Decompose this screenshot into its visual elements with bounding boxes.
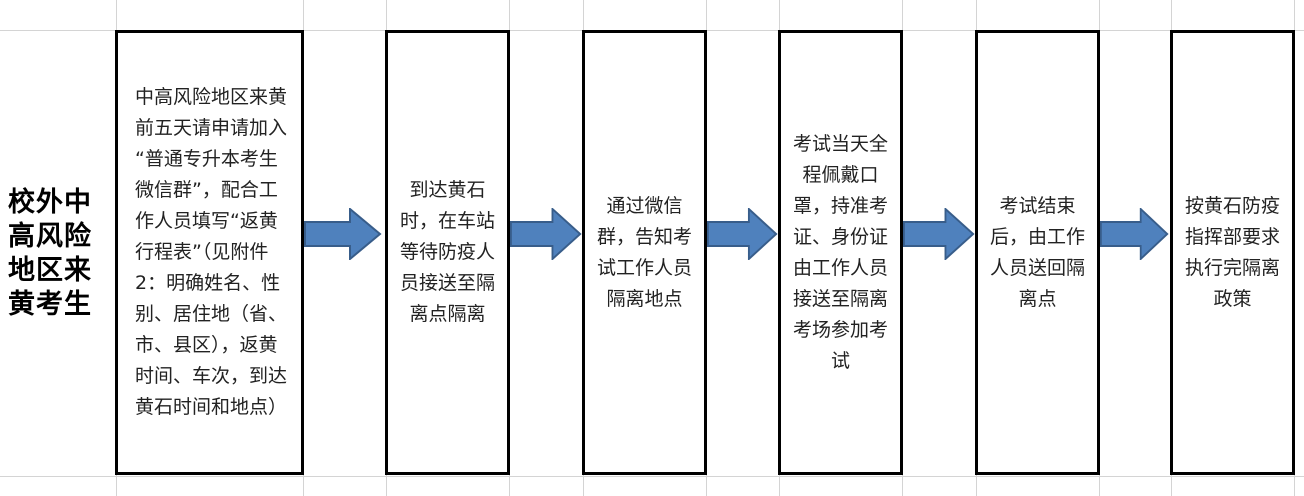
step-text: 考试当天全 程佩戴口 罩，持准考 证、身份证 由工作人员 接送至隔离 考场参加考… <box>792 132 888 372</box>
right-arrow-icon <box>510 208 582 260</box>
side-label-line: 地区来 <box>8 255 92 286</box>
side-label-line: 高风险 <box>8 221 92 252</box>
step-text: 通过微信 群，告知考 试工作人员 隔离地点 <box>596 194 692 310</box>
step-text: 按黄石防疫 指挥部要求 执行完隔离 政策 <box>1184 194 1280 310</box>
right-arrow-icon <box>304 208 382 260</box>
side-label-line: 黄考生 <box>8 289 92 320</box>
right-arrow-icon <box>903 208 975 260</box>
step-box-6: 按黄石防疫 指挥部要求 执行完隔离 政策 <box>1170 30 1295 475</box>
step-box-2: 到达黄石 时，在车站 等待防疫人 员接送至隔 离点隔离 <box>385 30 510 475</box>
step-text: 考试结束 后，由工作 人员送回隔 离点 <box>989 194 1085 310</box>
side-label-line: 校外中 <box>8 187 92 218</box>
grid-line <box>0 476 1304 477</box>
step-box-3: 通过微信 群，告知考 试工作人员 隔离地点 <box>582 30 707 475</box>
side-label: 校外中 高风险 地区来 黄考生 <box>8 186 108 322</box>
right-arrow-icon <box>707 208 778 260</box>
right-arrow-icon <box>1100 208 1169 260</box>
step-box-4: 考试当天全 程佩戴口 罩，持准考 证、身份证 由工作人员 接送至隔离 考场参加考… <box>778 30 903 475</box>
step-text: 中高风险地区来黄 前五天请申请加入 “普通专升本考生 微信群”，配合工 作人员填… <box>134 86 287 418</box>
step-box-5: 考试结束 后，由工作 人员送回隔 离点 <box>975 30 1100 475</box>
step-box-1: 中高风险地区来黄 前五天请申请加入 “普通专升本考生 微信群”，配合工 作人员填… <box>115 30 304 475</box>
step-text: 到达黄石 时，在车站 等待防疫人 员接送至隔 离点隔离 <box>399 179 495 325</box>
